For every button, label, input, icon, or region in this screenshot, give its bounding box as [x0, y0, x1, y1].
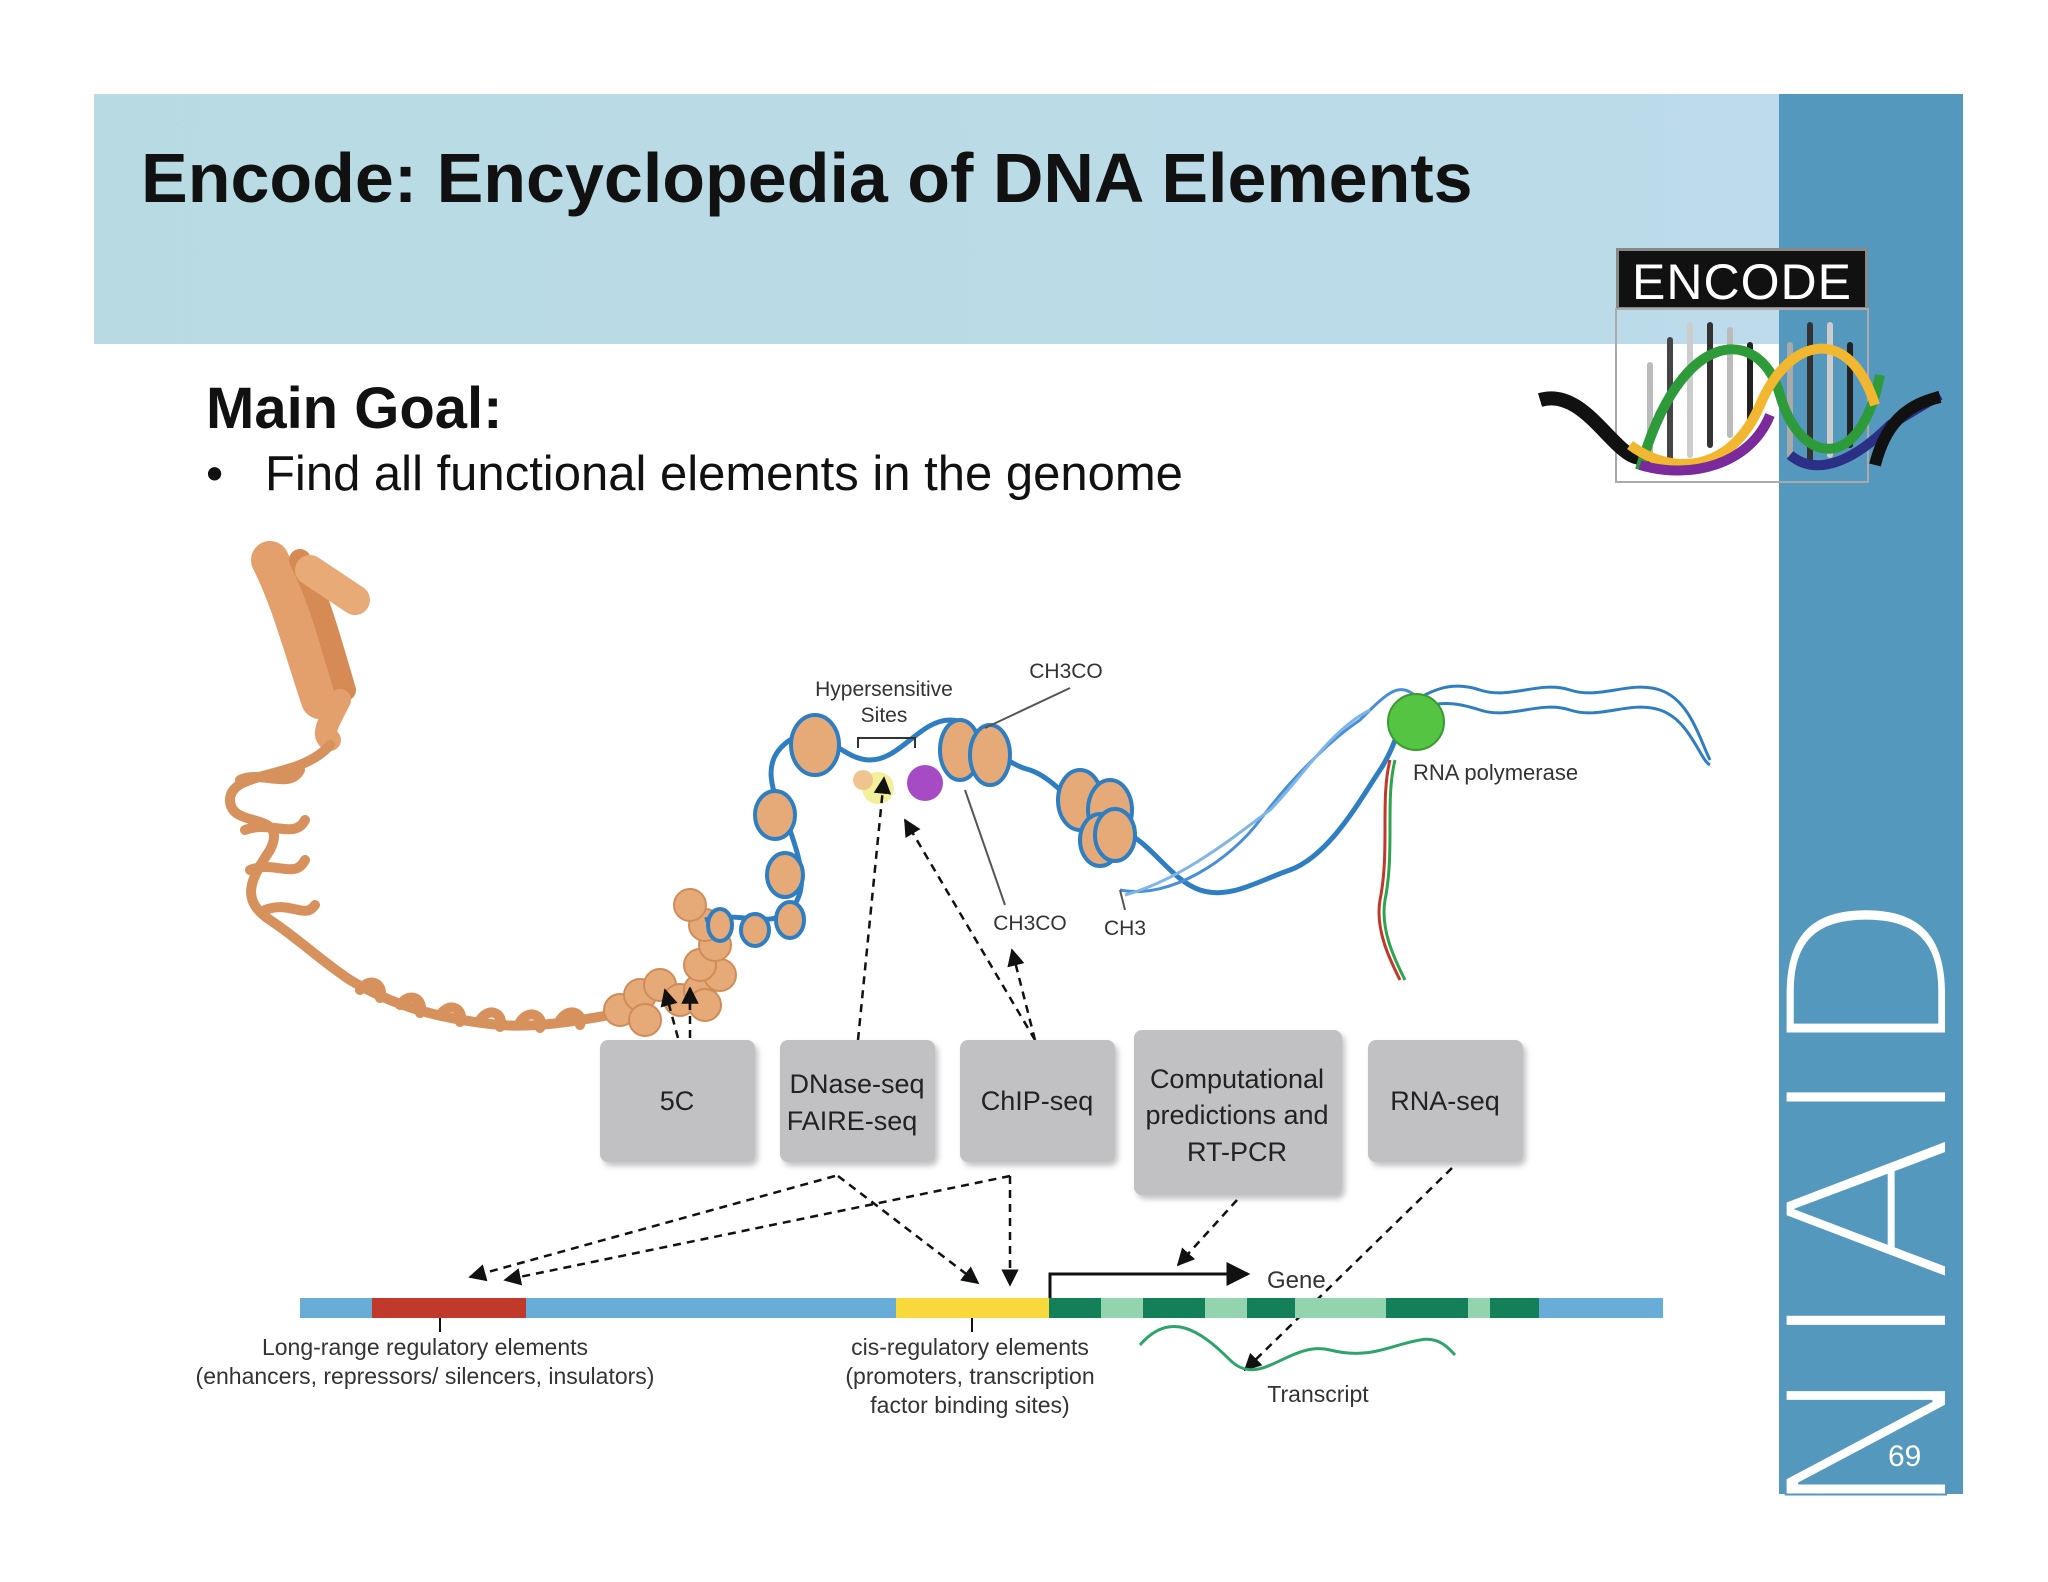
open-chromatin [704, 697, 1422, 948]
hypersensitive-label-line2: Sites [861, 704, 908, 727]
methyl-pointer [1119, 889, 1126, 911]
promoter-segment [896, 1298, 1049, 1318]
acetyl-top-pointer [984, 687, 1071, 729]
method-dnase-label-line1: DNase-seq [789, 1069, 924, 1099]
slide-title: Encode: Encyclopedia of DNA Elements [141, 139, 1473, 217]
method-box-dnase [780, 1040, 935, 1162]
rna-polymerase-icon [1387, 693, 1445, 751]
bullet-text: Find all functional elements in the geno… [265, 447, 1183, 501]
method-box-computational [1134, 1030, 1342, 1195]
chromatin-fiber [224, 740, 615, 1033]
hypersensitive-label-line1: Hypersensitive [815, 678, 953, 701]
method-rnaseq-label: RNA-seq [1390, 1086, 1500, 1116]
exon-3 [1247, 1298, 1295, 1318]
cis-label-line1: cis-regulatory elements [851, 1334, 1089, 1360]
bullet-item: • Find all functional elements in the gen… [206, 446, 1183, 502]
exon-5 [1490, 1298, 1539, 1318]
long-range-label-line1: Long-range regulatory elements [262, 1334, 588, 1360]
long-range-label-line2: (enhancers, repressors/ silencers, insul… [196, 1363, 655, 1389]
method-comp-label-line3: RT-PCR [1187, 1137, 1287, 1167]
downward-arrows [468, 1167, 1453, 1372]
method-comp-label-line2: predictions and [1145, 1100, 1328, 1130]
method-box-rnaseq [1368, 1040, 1523, 1162]
encode-logo: ENCODE [1616, 248, 1868, 310]
method-box-chip [960, 1040, 1115, 1162]
encode-logo-text: ENCODE [1632, 254, 1852, 310]
exon-1 [1049, 1298, 1101, 1318]
title-banner [94, 94, 1784, 344]
methyl-label: CH3 [1104, 917, 1146, 940]
method-dnase-label-line2: FAIRE-seq [787, 1106, 918, 1136]
cis-label-line3: factor binding sites) [870, 1392, 1069, 1418]
acetyl-top-label: CH3CO [1029, 660, 1103, 683]
enhancer-segment [372, 1298, 526, 1318]
genome-track [300, 1298, 1663, 1332]
gene-direction-arrow [1048, 1262, 1251, 1298]
page-number: 69 [1888, 1440, 1922, 1473]
main-goal-heading: Main Goal: [206, 376, 503, 441]
exon-4 [1386, 1298, 1468, 1318]
method-chip-label: ChIP-seq [981, 1086, 1094, 1116]
hypersensitive-bracket [857, 737, 916, 748]
exon-2 [1143, 1298, 1205, 1318]
method-boxes [600, 1030, 1523, 1195]
bullet-marker: • [206, 447, 224, 501]
upward-arrows [660, 776, 1037, 1041]
chromosome [251, 541, 370, 751]
rna-polymerase-label: RNA polymerase [1413, 760, 1578, 785]
method-5c-label: 5C [660, 1086, 695, 1116]
encode-logo-helix [1538, 308, 1943, 483]
dna-helix [1119, 684, 1712, 981]
nucleosome-stack [603, 888, 737, 1037]
transcript-wave [1138, 1325, 1457, 1372]
acetyl-mid-label: CH3CO [993, 912, 1067, 935]
method-comp-label-line1: Computational [1150, 1064, 1324, 1094]
transcript-label: Transcript [1267, 1381, 1369, 1407]
method-box-5c [600, 1040, 755, 1162]
cis-label-line2: (promoters, transcription [845, 1363, 1094, 1389]
gene-label: Gene [1267, 1267, 1326, 1294]
acetyl-mid-pointer [964, 789, 1006, 906]
